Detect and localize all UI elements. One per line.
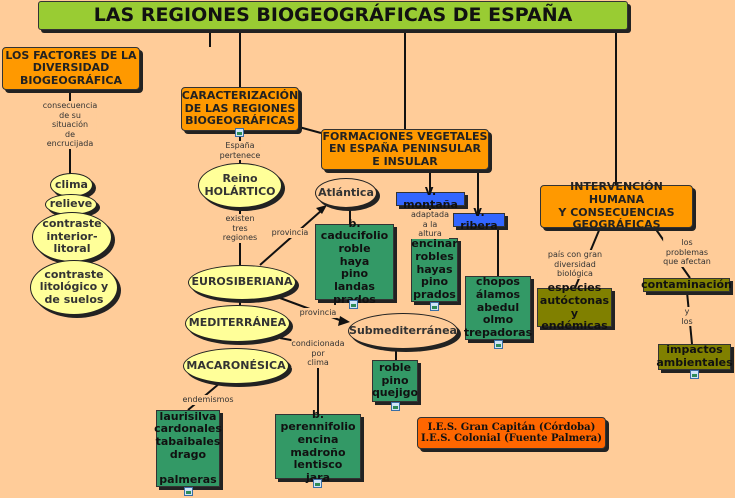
node-contraste-interior[interactable]: contraste interior- litoral [32,212,112,262]
image-icon[interactable] [184,487,193,496]
link-y-los: y los [681,307,693,327]
node-ies-credits: I.E.S. Gran Capitán (Córdoba) I.E.S. Col… [417,417,606,449]
link-consecuencia: consecuencia de su situación de encrucij… [42,101,98,149]
link-endemismos: endemismos [182,395,234,405]
node-contaminacion[interactable]: contaminación [641,277,732,292]
node-atlantica[interactable]: Atlántica [315,178,377,208]
node-factores[interactable]: LOS FACTORES DE LA DIVERSIDAD BIOGEOGRÁF… [2,47,140,90]
node-caracterizacion[interactable]: CARACTERIZACIÓN DE LAS REGIONES BIOGEOGR… [181,87,299,131]
image-icon[interactable] [690,370,699,379]
node-intervencion[interactable]: INTERVENCIÓN HUMANA Y CONSECUENCIAS GEOG… [540,180,693,231]
node-v-montana[interactable]: V. montaña [396,186,465,211]
node-submediterranea[interactable]: Submediterránea [348,313,458,349]
node-caducifolio[interactable]: b. caducifolio roble haya pino landas pr… [315,217,394,305]
node-impactos[interactable]: impactos ambientales [656,343,733,370]
image-icon[interactable] [235,128,244,137]
node-encinar[interactable]: encinar robles hayas pino prados [411,237,458,302]
link-adaptada: adaptada a la altura [411,210,449,239]
node-formaciones[interactable]: FORMACIONES VEGETALES EN ESPAÑA PENINSUL… [321,129,489,170]
image-icon[interactable] [391,402,400,411]
link-condicionada: condicionada por clima [291,339,345,368]
title-banner: LAS REGIONES BIOGEOGRÁFICAS DE ESPAÑA [38,1,628,30]
image-icon[interactable] [313,479,322,488]
link-provincia-2: provincia [299,308,337,318]
node-chopos[interactable]: chopos álamos abedul olmo trepadoras [463,275,533,340]
node-laurisilva[interactable]: laurisilva cardonales tabaibales drago p… [154,409,222,487]
node-contraste-litologico[interactable]: contraste litológico y de suelos [30,260,118,315]
node-eurosiberiana[interactable]: EUROSIBERIANA [188,265,296,300]
node-perennifolio[interactable]: b. perennifolio encina madroño lentisco … [275,408,361,484]
image-icon[interactable] [349,300,358,309]
link-espana-pertenece: España pertenece [219,141,261,161]
link-pais: país con gran diversidad biológica [547,250,603,279]
image-icon[interactable] [494,340,503,349]
link-problemas: los problemas que afectan [663,238,711,267]
link-existen: existen tres regiones [222,214,258,243]
node-mediterranea[interactable]: MEDITERRÁNEA [185,305,290,342]
node-roble-pino-quejigo[interactable]: roble pino quejigo [372,360,418,402]
node-macaronesica[interactable]: MACARONÉSICA [183,348,289,384]
node-v-ribera[interactable]: V. ribera [453,207,505,232]
link-provincia-1: provincia [271,228,309,238]
image-icon[interactable] [430,302,439,311]
node-especies[interactable]: especies autóctonas y endémicas [537,281,612,332]
node-reino-holartico[interactable]: Reino HOLÁRTICO [198,163,282,208]
